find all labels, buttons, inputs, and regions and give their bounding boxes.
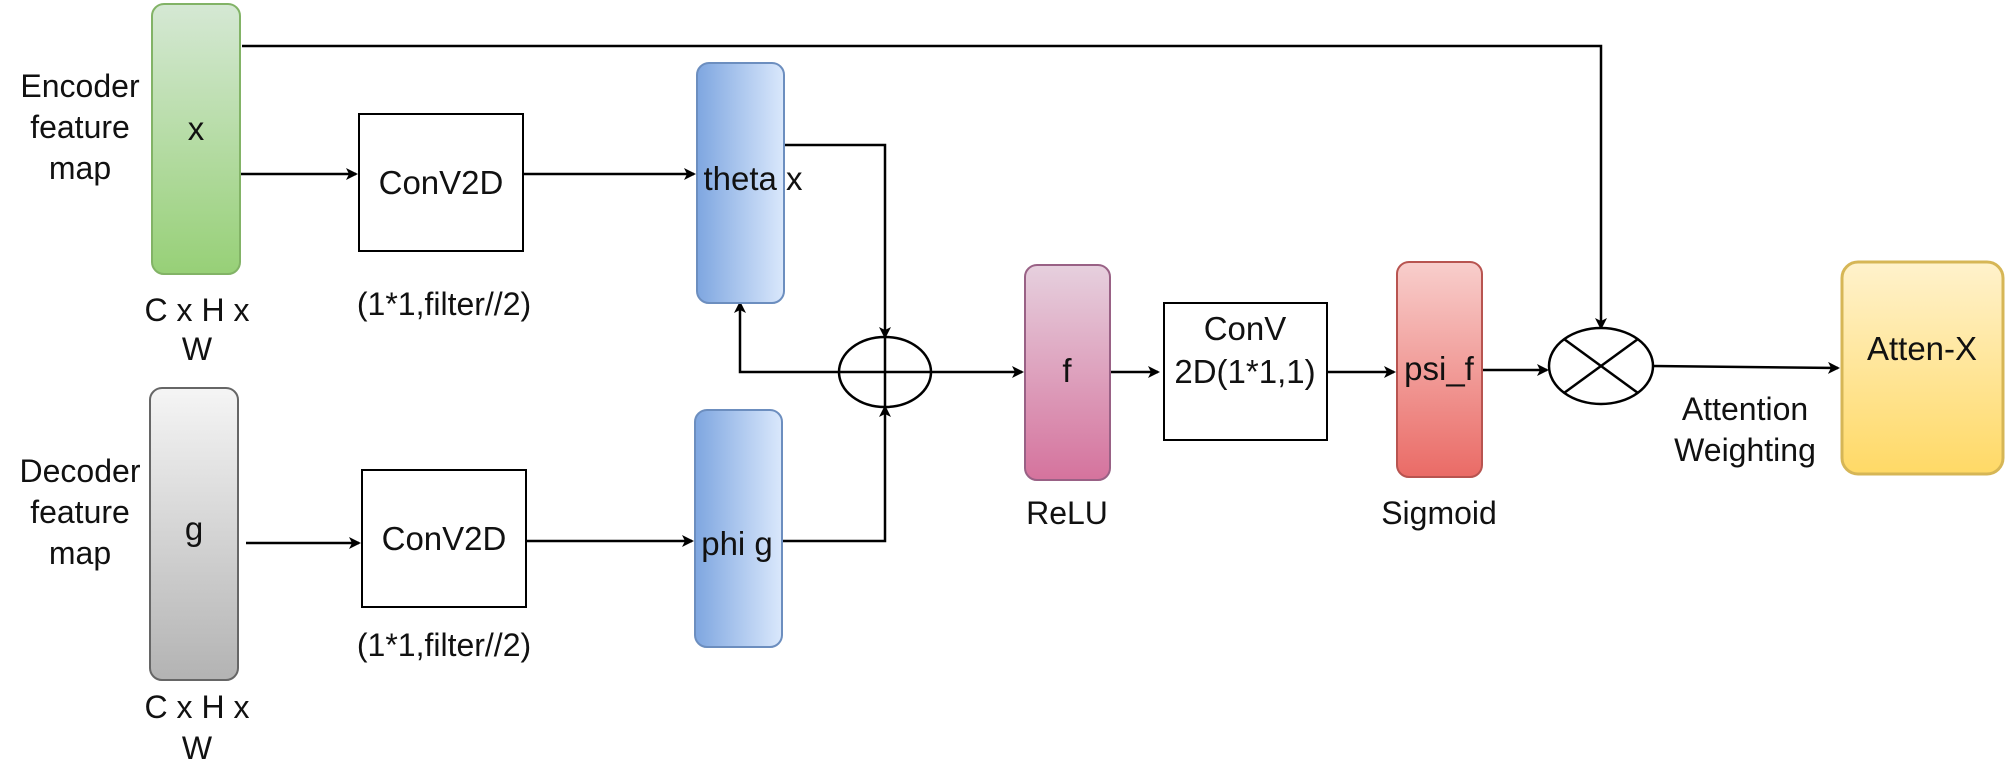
f-block	[1024, 264, 1111, 481]
conv2d-f-line2: 2D(1*1,1)	[1174, 353, 1315, 390]
attention-weighting-line1: Attention	[1682, 391, 1808, 427]
phi-g-label: phi g	[701, 525, 773, 562]
x-dims-line1: C x H x	[145, 292, 250, 328]
relu-label: ReLU	[1026, 495, 1108, 531]
theta-x-block	[696, 62, 785, 304]
decoder-label-line1: Decoder	[20, 453, 141, 489]
sigmoid-label: Sigmoid	[1381, 495, 1497, 531]
g-dims-line1: C x H x	[145, 689, 250, 725]
phi-g-block	[694, 409, 783, 648]
edge-add-to-theta	[734, 301, 840, 374]
encoder-label-line2: feature	[30, 109, 130, 145]
theta-x-label: theta x	[703, 160, 803, 197]
encoder-label-line1: Encoder	[20, 68, 140, 104]
f-label: f	[1062, 352, 1072, 389]
decoder-label-line2: feature	[30, 494, 130, 530]
attention-weighting-line2: Weighting	[1674, 432, 1816, 468]
x-dims-line2: W	[182, 331, 213, 367]
edge-theta-to-add	[784, 143, 891, 339]
atten-x-label: Atten-X	[1867, 330, 1977, 367]
conv2d-g-box	[361, 469, 527, 608]
psi-f-label: psi_f	[1404, 350, 1475, 387]
psi-f-block	[1396, 261, 1483, 478]
atten-x-block	[1840, 260, 2005, 476]
conv2d-f-line1: ConV	[1204, 310, 1287, 347]
encoder-label-line3: map	[49, 150, 111, 186]
conv2d-f-box	[1163, 302, 1328, 441]
multiply-node	[1547, 326, 1655, 406]
g-label: g	[185, 510, 203, 547]
edge-x-skip-to-mult	[242, 44, 1607, 330]
add-node	[837, 335, 933, 409]
connectors	[240, 44, 1840, 549]
conv2d-x-label: ConV2D	[379, 164, 504, 201]
x-label: x	[188, 110, 205, 147]
edge-mult-to-atten	[1652, 361, 1840, 374]
decoder-g-block	[149, 387, 239, 681]
conv2d-x-box	[358, 113, 524, 252]
encoder-x-block	[151, 3, 241, 275]
conv2d-x-params: (1*1,filter//2)	[357, 286, 531, 322]
edge-phi-to-add	[782, 405, 891, 543]
decoder-label-line3: map	[49, 535, 111, 571]
conv2d-g-label: ConV2D	[382, 520, 507, 557]
g-dims-line2: W	[182, 730, 213, 766]
conv2d-g-params: (1*1,filter//2)	[357, 627, 531, 663]
